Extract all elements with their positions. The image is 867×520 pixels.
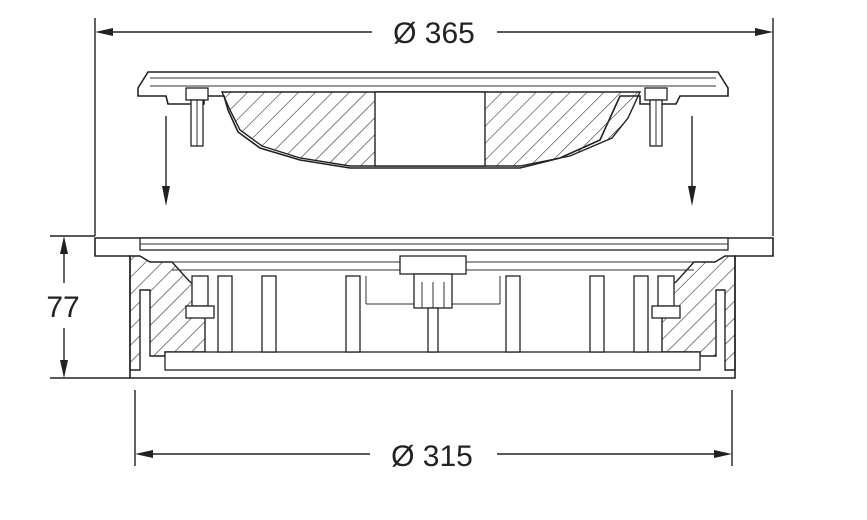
left-bolt [185,87,209,147]
right-bolt-seat [651,275,681,319]
bottom-diameter-dimension: Ø 315 [134,390,733,473]
height-dimension: 77 [46,235,130,379]
bottom-diameter-label: Ø 315 [391,440,473,473]
right-bolt [644,87,668,147]
frame-body [94,237,774,379]
grating-cover [137,71,729,169]
height-label: 77 [46,291,79,324]
central-drain-fitting [365,255,501,353]
top-diameter-label: Ø 365 [393,17,475,50]
cover-outlet-opening [374,91,486,167]
frame-fins [217,275,649,353]
left-bolt-seat [185,275,215,319]
left-down-arrow [162,116,170,206]
top-diameter-dimension: Ø 365 [94,17,774,236]
right-down-arrow [688,116,696,206]
